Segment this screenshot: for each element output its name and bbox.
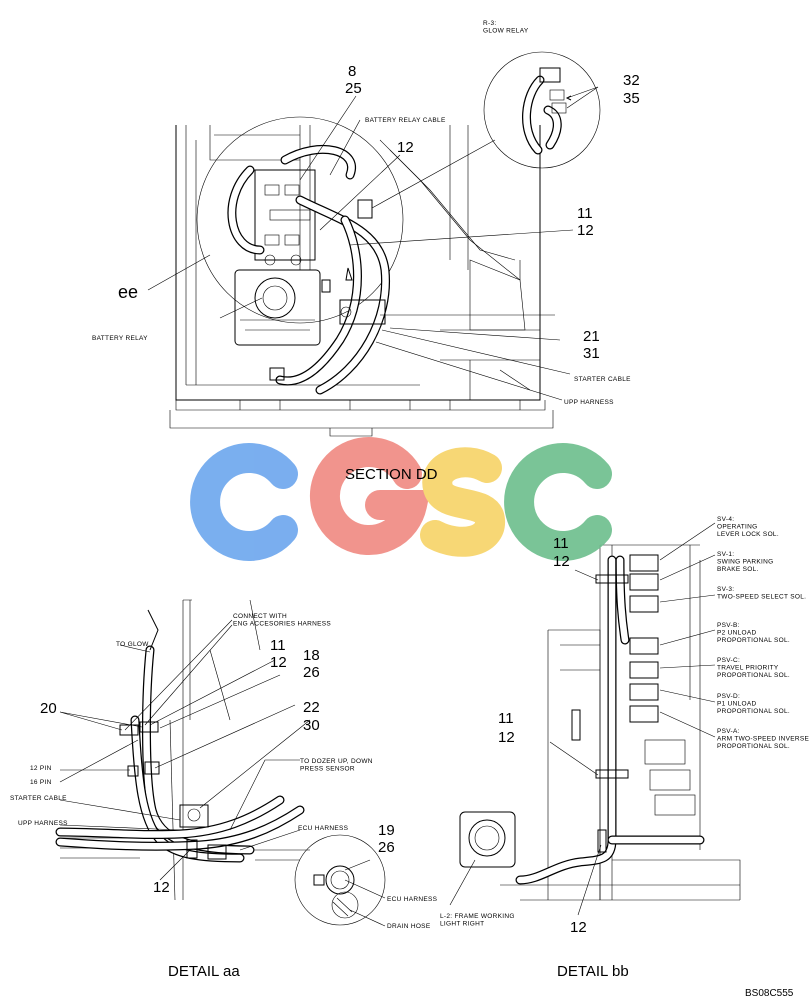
- detail-aa-title: DETAIL aa: [168, 963, 240, 980]
- upp-harness-label: UPP HARNESS: [564, 399, 614, 406]
- callout-25: 25: [345, 80, 362, 97]
- logo-s-yellow: [420, 447, 505, 557]
- brand-logo: [190, 437, 612, 561]
- callout-11: 11: [270, 637, 286, 654]
- 12-pin-label: 12 PIN: [30, 765, 52, 772]
- sv3-label: SV-3:TWO-SPEED SELECT SOL.: [717, 586, 806, 601]
- callout-8: 8: [348, 63, 356, 80]
- callout-11: 11: [553, 535, 569, 552]
- callout-26: 26: [303, 664, 320, 681]
- callout-12: 12: [397, 139, 414, 156]
- callout-35: 35: [623, 90, 640, 107]
- ecu-harness-label: ECU HARNESS: [298, 825, 349, 832]
- detail-aa-drawing: [55, 599, 386, 927]
- callout-32: 32: [623, 72, 640, 89]
- detail-bb-title: DETAIL bb: [557, 963, 629, 980]
- detail-ee-label: ee: [118, 282, 138, 302]
- callout-12: 12: [498, 729, 515, 746]
- callout-12: 12: [153, 879, 170, 896]
- logo-c-green: [504, 443, 612, 561]
- callout-26: 26: [378, 839, 395, 856]
- callout-12: 12: [577, 222, 594, 239]
- to-glow-label: TO GLOW: [116, 641, 149, 648]
- callout-31: 31: [583, 345, 600, 362]
- section-dd-title: SECTION DD: [345, 466, 438, 483]
- upp-harness-label: UPP HARNESS: [18, 820, 68, 827]
- callout-30: 30: [303, 717, 320, 734]
- battery-relay-cable-label: BATTERY RELAY CABLE: [365, 117, 446, 124]
- drain-hose-label: DRAIN HOSE: [387, 923, 431, 930]
- callout-19: 19: [378, 822, 395, 839]
- drawing-code: BS08C555: [745, 988, 794, 999]
- 16-pin-label: 16 PIN: [30, 779, 52, 786]
- callout-11: 11: [498, 710, 514, 727]
- callout-12: 12: [270, 654, 287, 671]
- battery-relay-label: BATTERY RELAY: [92, 335, 148, 342]
- starter-cable-label: STARTER CABLE: [10, 795, 67, 802]
- callout-22: 22: [303, 699, 320, 716]
- starter-cable-label: STARTER CABLE: [574, 376, 631, 383]
- section-dd-drawing: [147, 51, 601, 437]
- callout-11: 11: [577, 205, 593, 222]
- callout-12: 12: [570, 919, 587, 936]
- detail-bb-drawing: [449, 522, 741, 916]
- callout-12: 12: [553, 553, 570, 570]
- callout-18: 18: [303, 647, 320, 664]
- callout-21: 21: [583, 328, 600, 345]
- logo-c-blue: [190, 443, 298, 561]
- glow-relay-label: R-3:GLOW RELAY: [483, 20, 529, 35]
- callout-20: 20: [40, 700, 57, 717]
- ecu-harness-label: ECU HARNESS: [387, 896, 438, 903]
- logo-g-red: [309, 437, 431, 556]
